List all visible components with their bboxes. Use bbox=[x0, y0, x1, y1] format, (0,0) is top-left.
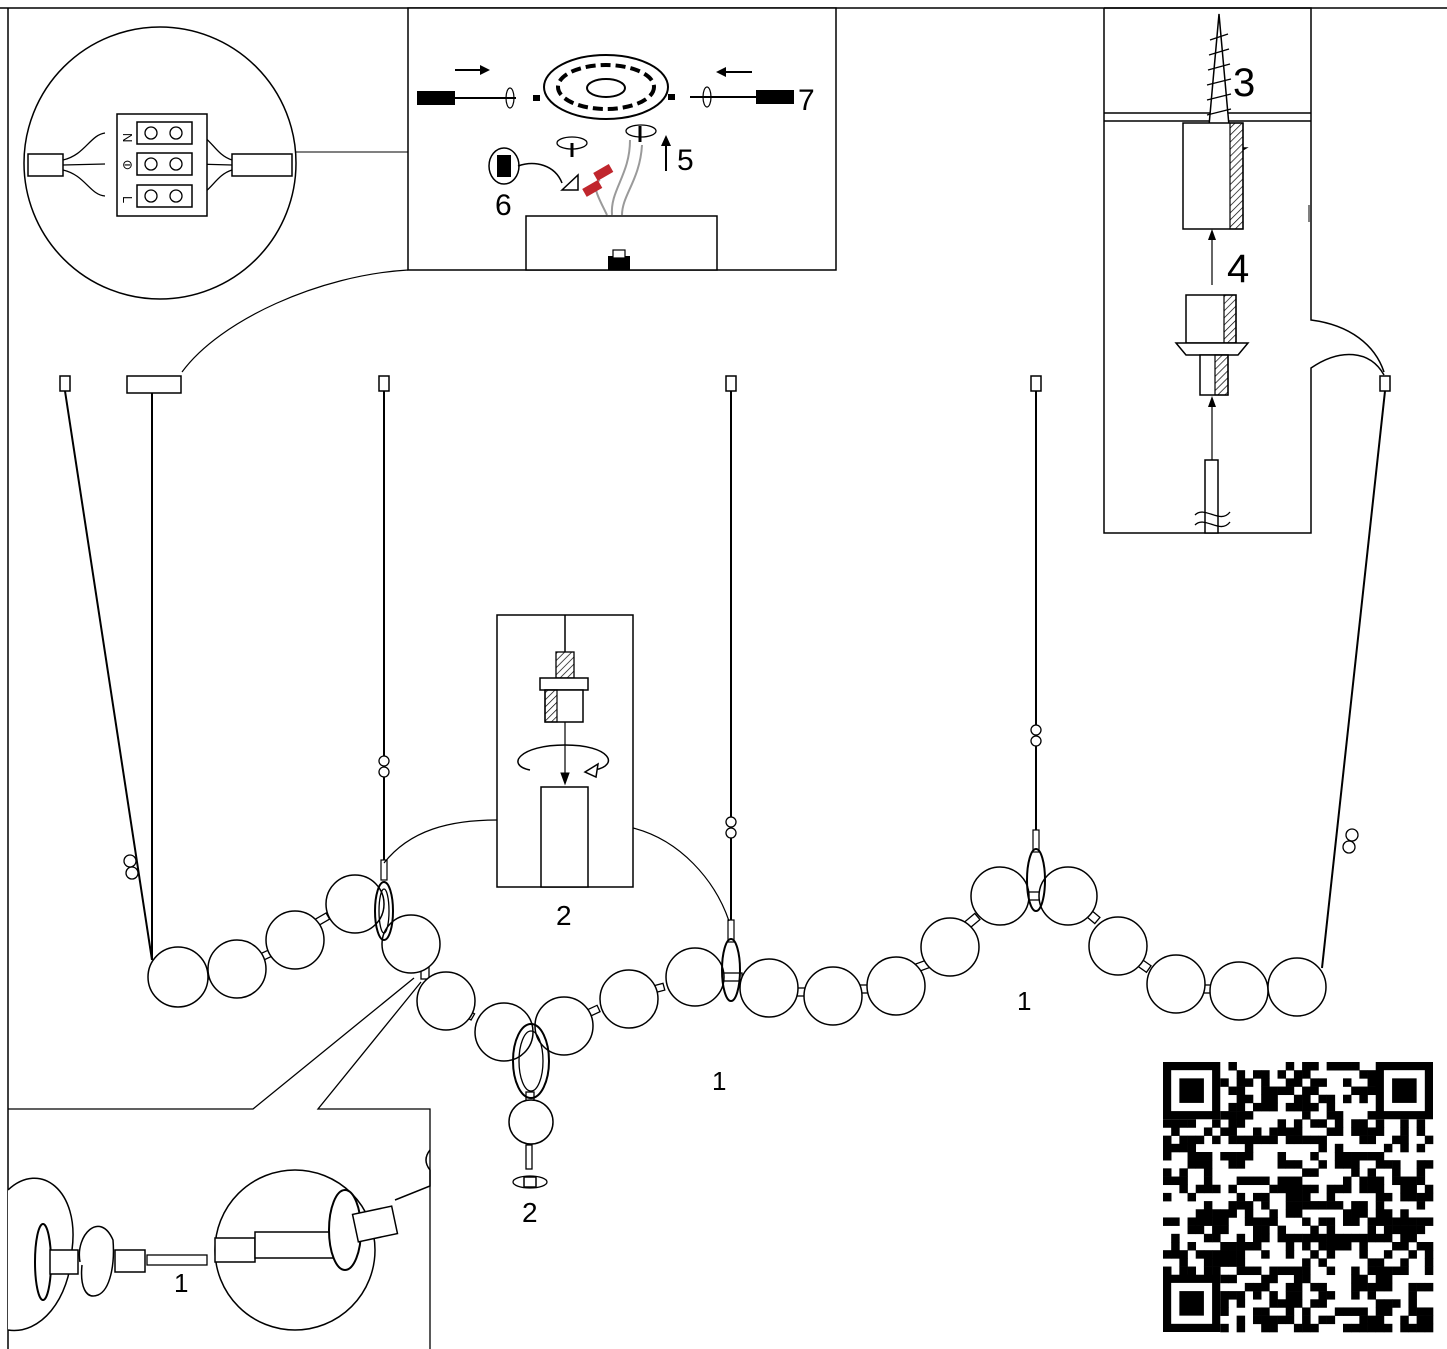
globe-chain bbox=[147, 848, 1327, 1189]
step-label-1-right: 1 bbox=[1017, 986, 1031, 1016]
step-label-2-box: 2 bbox=[556, 900, 572, 931]
terminal-label-n: N bbox=[120, 133, 135, 142]
wall-anchor-detail bbox=[1103, 7, 1385, 534]
step-label-1-detail: 1 bbox=[174, 1268, 188, 1298]
suspension-cables bbox=[59, 269, 1391, 969]
terminal-label-earth: ⊖ bbox=[122, 157, 133, 172]
ball-joint-detail bbox=[7, 977, 431, 1349]
step-label-1-center: 1 bbox=[712, 1066, 726, 1096]
step-label-6: 6 bbox=[495, 189, 512, 222]
step-label-4: 4 bbox=[1227, 247, 1249, 291]
step-label-2-bottom: 2 bbox=[522, 1197, 538, 1228]
step-labels: 3 4 5 6 7 2 2 1 1 1 bbox=[174, 61, 1255, 1298]
step-label-5: 5 bbox=[677, 144, 694, 177]
step-label-3: 3 bbox=[1233, 61, 1255, 105]
terminal-label-l: L bbox=[120, 196, 135, 203]
terminal-block-detail: N ⊖ L bbox=[23, 26, 480, 300]
qr-code bbox=[1163, 1062, 1434, 1333]
step-label-7: 7 bbox=[798, 84, 815, 117]
ceiling-plate-detail bbox=[407, 7, 837, 271]
bulb-holder-detail bbox=[383, 614, 730, 922]
